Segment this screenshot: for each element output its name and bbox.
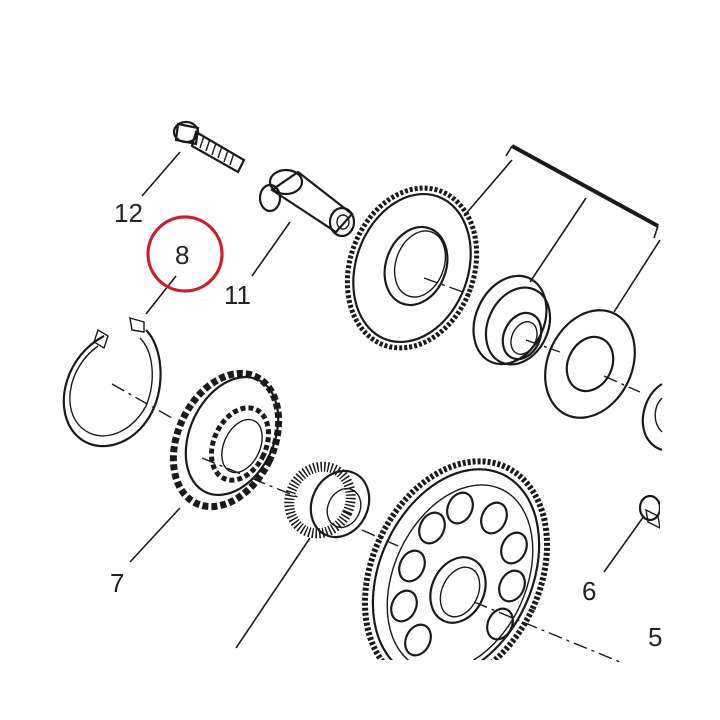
partial-washer bbox=[641, 383, 663, 452]
part-8-circlip[interactable] bbox=[62, 317, 162, 448]
leader-washer bbox=[613, 239, 661, 313]
leader-6 bbox=[603, 515, 645, 573]
part-12-bolt[interactable] bbox=[172, 120, 246, 174]
highlight-circle bbox=[146, 215, 224, 293]
needle-roller-bearing[interactable] bbox=[278, 457, 379, 547]
lower-crop-mask bbox=[330, 660, 720, 720]
leader-lower bbox=[235, 537, 311, 649]
callout-8[interactable]: 8 bbox=[175, 240, 189, 270]
callout-12[interactable]: 12 bbox=[114, 198, 143, 228]
leader-7 bbox=[129, 507, 181, 563]
grouping-bracket bbox=[505, 144, 659, 239]
callout-5[interactable]: 5 bbox=[648, 622, 662, 652]
callout-7[interactable]: 7 bbox=[110, 568, 124, 598]
leader-11 bbox=[251, 221, 291, 277]
upper-gear[interactable] bbox=[326, 170, 499, 367]
leader-8 bbox=[145, 275, 177, 315]
washer[interactable] bbox=[528, 295, 651, 432]
callout-11[interactable]: 11 bbox=[224, 280, 251, 310]
axis-lines bbox=[111, 277, 641, 663]
part-6-pin[interactable] bbox=[638, 490, 720, 550]
part-11-spacer-sleeve[interactable] bbox=[258, 168, 356, 238]
leader-gear bbox=[463, 159, 513, 217]
part-7-clutch-cage[interactable] bbox=[153, 356, 299, 523]
leader-bearing bbox=[529, 197, 587, 283]
leader-12 bbox=[141, 151, 181, 197]
callout-6[interactable]: 6 bbox=[582, 576, 596, 606]
leader-lines bbox=[129, 151, 661, 649]
